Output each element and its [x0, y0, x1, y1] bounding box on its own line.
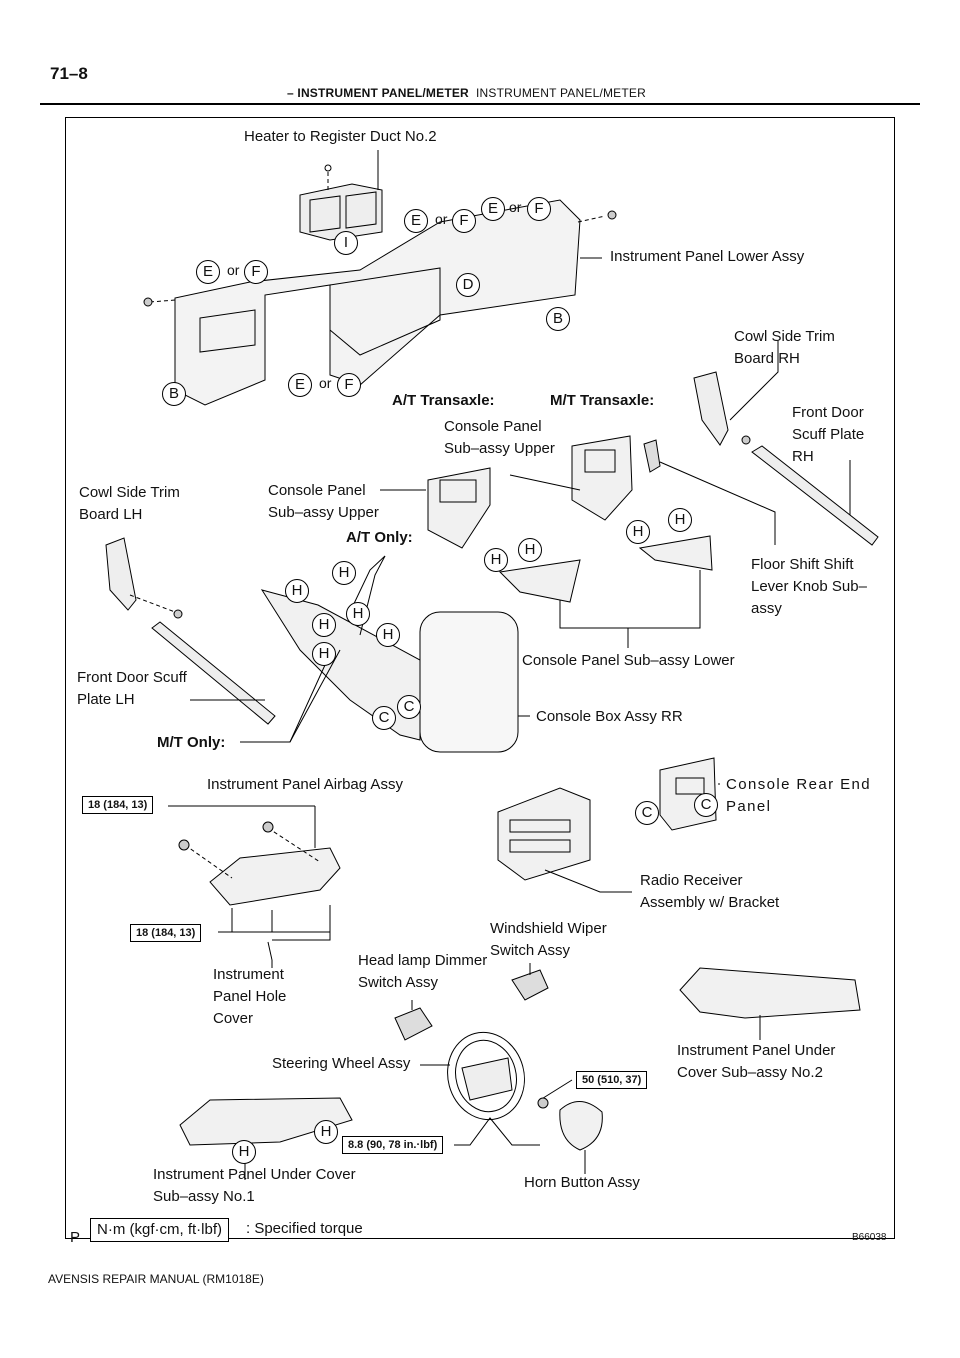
- footer-manual: AVENSIS REPAIR MANUAL (RM1018E): [48, 1272, 264, 1286]
- marker-letter: H: [232, 1140, 256, 1164]
- label-mt-only: M/T Only:: [157, 734, 226, 751]
- label-under-cover-no1: Instrument Panel Under Cover Sub–assy No…: [153, 1166, 356, 1205]
- marker-letter: E: [481, 197, 505, 221]
- marker-letter: H: [346, 602, 370, 626]
- marker-letter: D: [456, 273, 480, 297]
- label-console-lower: Console Panel Sub–assy Lower: [522, 652, 735, 669]
- marker-letter: H: [312, 642, 336, 666]
- marker-letter: C: [372, 706, 396, 730]
- or-text: or: [319, 375, 332, 391]
- or-text: or: [509, 199, 522, 215]
- label-at-only: A/T Only:: [346, 529, 413, 546]
- label-radio: Radio Receiver Assembly w/ Bracket: [640, 872, 780, 911]
- label-cowl-rh: Cowl Side Trim Board RH: [734, 328, 835, 367]
- marker-letter: E: [196, 260, 220, 284]
- marker-letter: E: [404, 209, 428, 233]
- marker-letter: F: [527, 197, 551, 221]
- marker-letter: F: [337, 373, 361, 397]
- header-rule: [40, 103, 920, 105]
- label-heater-duct: Heater to Register Duct No.2: [244, 128, 437, 145]
- marker-letter: F: [452, 209, 476, 233]
- subsection-label: INSTRUMENT PANEL/METER: [476, 86, 646, 100]
- label-front-door-rh: Front Door Scuff Plate RH: [792, 404, 865, 465]
- diagram-frame: [65, 117, 895, 1239]
- label-console-rear: Console Rear End Panel: [726, 776, 871, 815]
- figure-code: B66038: [852, 1232, 887, 1243]
- label-console-upper-at: Console Panel Sub–assy Upper: [268, 482, 379, 521]
- marker-letter: E: [288, 373, 312, 397]
- label-ip-lower: Instrument Panel Lower Assy: [610, 248, 805, 265]
- page-number: 71–8: [50, 64, 88, 83]
- label-cowl-lh: Cowl Side Trim Board LH: [79, 484, 180, 523]
- or-text: or: [227, 262, 240, 278]
- label-floor-shift: Floor Shift Shift Lever Knob Sub–assy: [751, 556, 867, 617]
- label-mt-transaxle: M/T Transaxle:: [550, 392, 655, 409]
- marker-letter: B: [162, 382, 186, 406]
- or-text: or: [435, 211, 448, 227]
- torque-box: 18 (184, 13): [82, 796, 154, 814]
- marker-letter: I: [334, 231, 358, 255]
- page-section-title: – INSTRUMENT PANEL/METER INSTRUMENT PANE…: [287, 86, 646, 100]
- marker-letter: C: [635, 801, 659, 825]
- label-front-door-lh: Front Door Scuff Plate LH: [77, 669, 187, 708]
- label-horn: Horn Button Assy: [524, 1174, 640, 1191]
- marker-letter: H: [668, 508, 692, 532]
- marker-letter: H: [626, 520, 650, 544]
- marker-letter: H: [314, 1120, 338, 1144]
- torque-box: 8.8 (90, 78 in.·lbf): [342, 1136, 444, 1154]
- torque-box: 50 (510, 37): [576, 1071, 648, 1089]
- marker-letter: F: [244, 260, 268, 284]
- label-console-upper-mt: Console Panel Sub–assy Upper: [444, 418, 555, 457]
- label-under-cover-no2: Instrument Panel Under Cover Sub–assy No…: [677, 1042, 836, 1081]
- marker-letter: H: [484, 548, 508, 572]
- marker-letter: B: [546, 307, 570, 331]
- legend-units-box: N·m (kgf·cm, ft·lbf): [90, 1218, 229, 1242]
- marker-letter: H: [332, 561, 356, 585]
- label-headlamp: Head lamp Dimmer Switch Assy: [358, 952, 488, 991]
- section-label: – INSTRUMENT PANEL/METER: [287, 86, 469, 100]
- legend-text: : Specified torque: [246, 1220, 363, 1237]
- label-steering: Steering Wheel Assy: [272, 1055, 411, 1072]
- marker-letter: C: [397, 695, 421, 719]
- label-wiper: Windshield Wiper Switch Assy: [490, 920, 607, 959]
- label-console-box: Console Box Assy RR: [536, 708, 683, 725]
- marker-letter: H: [376, 623, 400, 647]
- label-airbag: Instrument Panel Airbag Assy: [207, 776, 403, 793]
- p-mark: P: [70, 1229, 81, 1246]
- label-at-transaxle: A/T Transaxle:: [392, 392, 495, 409]
- marker-letter: H: [518, 538, 542, 562]
- marker-letter: C: [694, 793, 718, 817]
- marker-letter: H: [285, 579, 309, 603]
- label-hole-cover: Instrument Panel Hole Cover: [213, 966, 287, 1027]
- torque-box: 18 (184, 13): [130, 924, 202, 942]
- marker-letter: H: [312, 613, 336, 637]
